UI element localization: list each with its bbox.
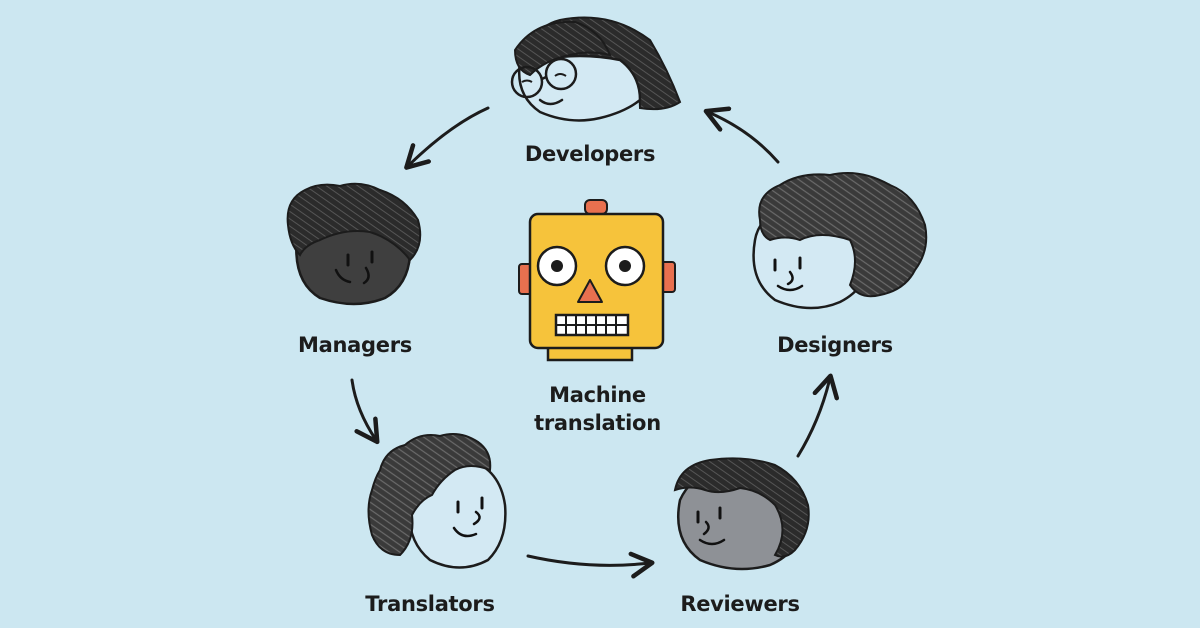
- manager-face-icon: [286, 182, 422, 306]
- arrow-developers-to-managers: [404, 106, 490, 170]
- label-developers: Developers: [524, 142, 656, 166]
- label-managers: Managers: [298, 333, 412, 357]
- label-reviewers: Reviewers: [680, 592, 800, 616]
- developer-face-icon: [510, 16, 682, 122]
- arrow-managers-to-translators: [350, 378, 380, 445]
- arrow-designers-to-developers: [703, 106, 780, 164]
- arrow-reviewers-to-designers: [796, 373, 840, 458]
- arrow-translators-to-reviewers: [526, 551, 655, 579]
- label-translators: Translators: [365, 592, 495, 616]
- label-designers: Designers: [777, 333, 893, 357]
- robot-icon: [518, 199, 676, 362]
- translator-face-icon: [367, 433, 507, 569]
- designer-face-icon: [752, 172, 928, 310]
- label-machine-translation-line2: translation: [534, 411, 661, 435]
- label-machine-translation-line1: Machine: [549, 383, 646, 407]
- reviewer-face-icon: [673, 457, 810, 571]
- label-machine-translation: Machine translation: [510, 381, 685, 437]
